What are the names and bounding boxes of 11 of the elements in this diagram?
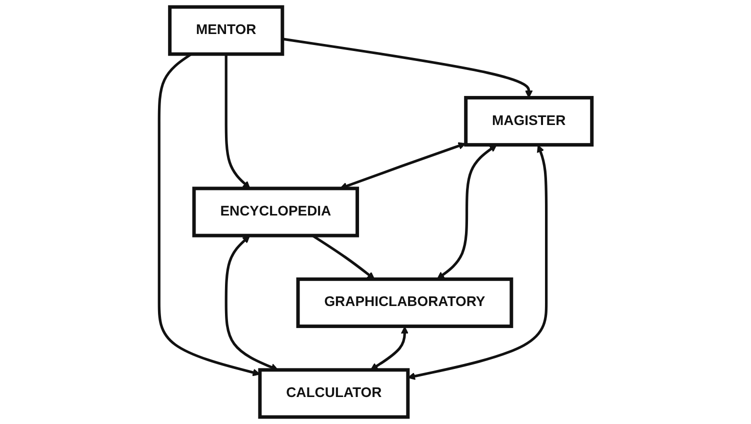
arrow (370, 326, 409, 370)
node-box: ENCYCLOPEDIA (192, 186, 360, 238)
node-box: MENTOR (168, 5, 284, 56)
node-box: GRAPHICLABORATORY (296, 277, 514, 328)
node-box: MAGISTER (464, 96, 594, 147)
node-box: CALCULATOR (258, 368, 410, 419)
arrow (224, 54, 250, 189)
arrow (436, 144, 497, 280)
arrow (408, 144, 548, 380)
arrow (158, 53, 260, 376)
arrow (282, 38, 533, 98)
